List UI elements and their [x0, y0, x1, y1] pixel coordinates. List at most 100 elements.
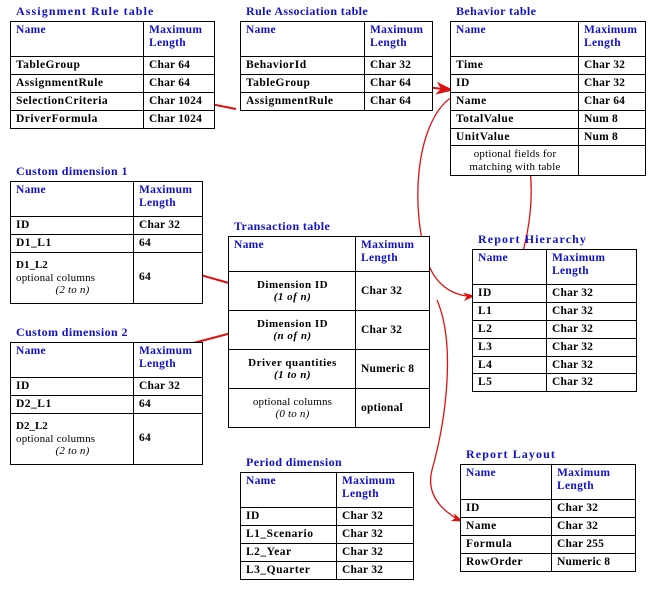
maxlen-line2: Length [361, 251, 398, 264]
field-name: UnitValue [450, 127, 579, 147]
table-header-row: Name Maximum Length [240, 472, 414, 508]
field-name: L1_Scenario [240, 524, 337, 544]
table-row: DriverFormula Char 1024 [10, 109, 215, 129]
field-name-line1: Dimension ID [256, 317, 329, 330]
field-name: L1 [472, 301, 547, 321]
table-row-note: optional fields for matching with table [450, 145, 646, 176]
maxlen-line1: Maximum [370, 24, 424, 36]
field-name: ID [460, 499, 552, 518]
table-custom-dimension-2: Custom dimension 2 Name Maximum Length I… [10, 325, 203, 465]
table-title-custom-dimension-1: Custom dimension 1 [16, 164, 128, 178]
field-name: L5 [472, 373, 547, 393]
field-name-line2: (1 of n) [273, 291, 312, 303]
field-name: L2_Year [240, 542, 337, 562]
table-title-report-layout: Report Layout [466, 447, 556, 461]
field-length: Char 32 [578, 73, 646, 93]
field-length: Char 1024 [143, 109, 215, 129]
field-name: L2 [472, 319, 547, 339]
table-row: ID Char 32 [472, 284, 637, 303]
col-header-name: Name [460, 464, 552, 500]
optional-line2: optional columns [16, 432, 96, 445]
table-title-assignment-rule: Assignment Rule table [16, 4, 155, 18]
table-transaction: Transaction table Name Maximum Length Di… [228, 219, 430, 428]
table-row: AssignmentRule Char 64 [240, 91, 433, 111]
table-row: L5 Char 32 [472, 373, 637, 393]
field-name: ID [10, 377, 134, 396]
table-row: L1 Char 32 [472, 301, 637, 321]
field-name: TableGroup [10, 56, 144, 75]
link-transaction-report-layout-id [429, 299, 464, 522]
col-header-maxlength: Maximum Length [551, 464, 636, 500]
field-length: Char 32 [336, 524, 414, 544]
table-row: ID Char 32 [450, 73, 646, 93]
field-name: L3 [472, 337, 547, 357]
table-row: BehaviorId Char 32 [240, 56, 433, 75]
field-name: Dimension ID (1 of n) [228, 271, 356, 311]
table-row: UnitValue Num 8 [450, 127, 646, 147]
field-name: AssignmentRule [10, 73, 144, 93]
maxlen-line2: Length [149, 36, 186, 49]
table-behavior: Behavior table Name Maximum Length Time … [450, 4, 646, 176]
field-name: ID [450, 73, 579, 93]
schema-table-behavior: Name Maximum Length Time Char 32 ID Char… [450, 21, 646, 176]
field-length: Char 32 [546, 337, 637, 357]
col-header-name: Name [10, 21, 144, 57]
table-row: Time Char 32 [450, 56, 646, 75]
optional-line1: optional columns [252, 395, 333, 408]
field-length: Char 32 [546, 373, 637, 393]
schema-table-custom-dimension-2: Name Maximum Length ID Char 32 D2_L1 64 … [10, 342, 203, 465]
field-length: Char 64 [143, 56, 215, 75]
field-name: ID [240, 507, 337, 526]
maxlen-line2: Length [139, 196, 176, 209]
table-row: TotalValue Num 8 [450, 109, 646, 129]
table-header-row: Name Maximum Length [460, 464, 636, 500]
maxlen-line2: Length [552, 264, 589, 277]
table-row: L3 Char 32 [472, 337, 637, 357]
col-header-name: Name [450, 21, 579, 57]
optional-line3: (2 to n) [55, 444, 90, 457]
field-length: Char 32 [133, 377, 203, 396]
field-length: Char 32 [546, 355, 637, 375]
schema-table-assignment-rule: Name Maximum Length TableGroup Char 64 A… [10, 21, 215, 129]
table-row: ID Char 32 [240, 507, 414, 526]
table-row: TableGroup Char 64 [240, 73, 433, 93]
field-length: Char 64 [578, 91, 646, 111]
maxlen-line1: Maximum [139, 184, 193, 196]
field-length: Char 32 [336, 560, 414, 580]
table-row: Dimension ID (1 of n) Char 32 [228, 271, 430, 311]
maxlen-line2: Length [139, 357, 176, 370]
table-period-dimension: Period dimension Name Maximum Length ID … [240, 455, 414, 580]
field-name: RowOrder [460, 552, 552, 572]
field-name: L3_Quarter [240, 560, 337, 580]
table-row: L2_Year Char 32 [240, 542, 414, 562]
col-header-name: Name [10, 342, 134, 378]
table-header-row: Name Maximum Length [450, 21, 646, 57]
col-header-name: Name [228, 236, 356, 272]
col-header-maxlength: Maximum Length [133, 342, 203, 378]
table-row: SelectionCriteria Char 1024 [10, 91, 215, 111]
optional-line2: (0 to n) [275, 408, 310, 420]
maxlen-line2: Length [557, 479, 594, 492]
col-header-maxlength: Maximum Length [133, 181, 203, 217]
table-rule-association: Rule Association table Name Maximum Leng… [240, 4, 433, 111]
field-length: Char 64 [364, 73, 433, 93]
table-header-row: Name Maximum Length [10, 342, 203, 378]
field-name: ID [472, 284, 547, 303]
field-name: Formula [460, 534, 552, 554]
table-report-hierarchy: Report Hierarchy Name Maximum Length ID … [472, 232, 637, 393]
col-header-maxlength: Maximum Length [143, 21, 215, 57]
field-length: Numeric 8 [355, 349, 430, 389]
field-name-line1: Dimension ID [256, 278, 329, 291]
col-header-name: Name [240, 472, 337, 508]
field-name-line2: (1 to n) [274, 369, 311, 381]
table-row-optional: D1_L2 optional columns (2 to n) 64 [10, 251, 203, 304]
table-row: L2 Char 32 [472, 319, 637, 339]
table-row: ID Char 32 [10, 216, 203, 235]
field-optional: D2_L2 optional columns (2 to n) [10, 412, 134, 465]
table-row: ID Char 32 [460, 499, 636, 518]
field-name: Name [450, 91, 579, 111]
field-name: BehaviorId [240, 56, 365, 75]
field-length: Numeric 8 [551, 552, 636, 572]
field-length: Num 8 [578, 109, 646, 129]
table-header-row: Name Maximum Length [10, 181, 203, 217]
